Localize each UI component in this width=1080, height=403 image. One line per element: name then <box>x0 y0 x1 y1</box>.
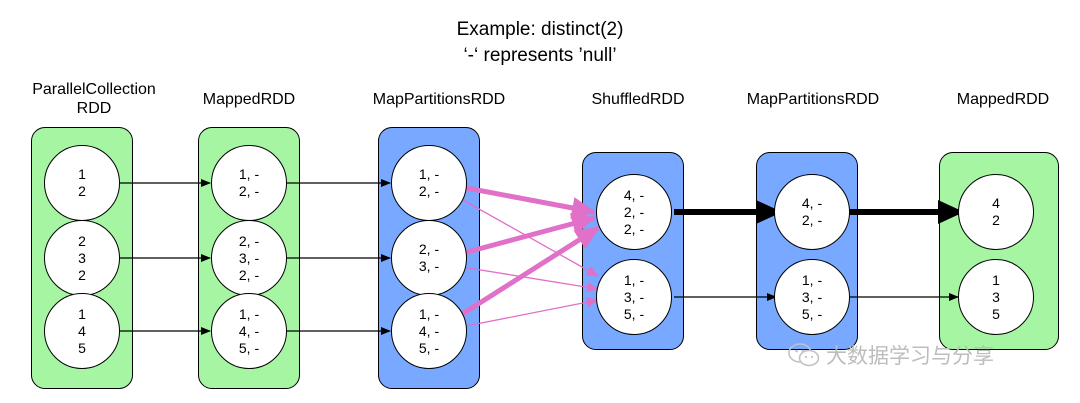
partition-value: 1, - <box>418 305 440 322</box>
partition-value: 1 <box>78 305 86 322</box>
partition-value: 2 <box>78 183 86 199</box>
partition-c4-p1: 1, -3, -5, - <box>774 259 850 335</box>
partition-c1-p0: 1, -2, - <box>211 145 287 221</box>
partition-c4-p0: 4, -2, - <box>774 174 850 250</box>
partition-value: 4, - <box>801 195 823 211</box>
partition-c3-p1: 1, -3, -5, - <box>596 259 672 335</box>
partition-value: 2, - <box>623 220 645 237</box>
col-label-mappartitionsrdd-1: MapPartitionsRDD <box>372 91 506 108</box>
partition-value: 2, - <box>418 241 440 257</box>
col-label-mappartitionsrdd-2: MapPartitionsRDD <box>746 91 880 108</box>
wechat-icon <box>788 343 820 367</box>
partition-value: 1, - <box>801 271 823 288</box>
partition-value: 4 <box>78 322 86 339</box>
diagram-title: Example: distinct(2) <box>456 19 624 40</box>
partition-c2-p1: 2, -3, - <box>391 220 467 296</box>
partition-value: 2 <box>78 266 86 283</box>
col-label-mappedrdd-2: MappedRDD <box>956 91 1050 108</box>
partition-value: 5 <box>992 305 1000 322</box>
partition-value: 4, - <box>418 322 440 339</box>
partition-value: 3, - <box>801 288 823 305</box>
partition-value: 1, - <box>238 305 260 322</box>
partition-value: 2 <box>78 232 86 249</box>
col-label-line: RDD <box>76 100 112 117</box>
partition-value: 1, - <box>418 166 440 182</box>
partition-value: 4, - <box>238 322 260 339</box>
col-label-parallelcollection: ParallelCollection RDD <box>14 80 174 118</box>
partition-value: 2, - <box>238 183 260 199</box>
partition-value: 2, - <box>623 203 645 220</box>
partition-value: 2, - <box>418 183 440 199</box>
partition-value: 4 <box>992 195 1000 211</box>
partition-value: 2 <box>992 212 1000 228</box>
watermark-text: 大数据学习与分享 <box>826 345 994 368</box>
partition-value: 1, - <box>623 271 645 288</box>
partition-value: 1 <box>78 166 86 182</box>
partition-value: 5, - <box>418 339 440 356</box>
partition-value: 3 <box>992 288 1000 305</box>
partition-value: 1 <box>992 271 1000 288</box>
diagram-subtitle: ‘-‘ represents ’null’ <box>463 45 617 66</box>
partition-value: 5, - <box>238 339 260 356</box>
partition-value: 3 <box>78 249 86 266</box>
partition-c3-p0: 4, -2, -2, - <box>596 174 672 250</box>
partition-value: 5, - <box>623 305 645 322</box>
partition-value: 2, - <box>801 212 823 228</box>
partition-value: 3, - <box>238 249 260 266</box>
watermark: 大数据学习与分享 <box>788 340 994 370</box>
partition-value: 5, - <box>801 305 823 322</box>
partition-value: 4, - <box>623 186 645 203</box>
col-label-shuffledrdd: ShuffledRDD <box>591 91 685 108</box>
partition-value: 5 <box>78 339 86 356</box>
partition-value: 2, - <box>238 232 260 249</box>
partition-value: 3, - <box>418 258 440 274</box>
partition-c2-p2: 1, -4, -5, - <box>391 293 467 369</box>
partition-c1-p1: 2, -3, -2, - <box>211 220 287 296</box>
partition-c1-p2: 1, -4, -5, - <box>211 293 287 369</box>
partition-c2-p0: 1, -2, - <box>391 145 467 221</box>
partition-value: 2, - <box>238 266 260 283</box>
col-label-mappedrdd-1: MappedRDD <box>202 91 296 108</box>
col-label-line: ParallelCollection <box>32 81 156 98</box>
partition-value: 1, - <box>238 166 260 182</box>
partition-value: 3, - <box>623 288 645 305</box>
